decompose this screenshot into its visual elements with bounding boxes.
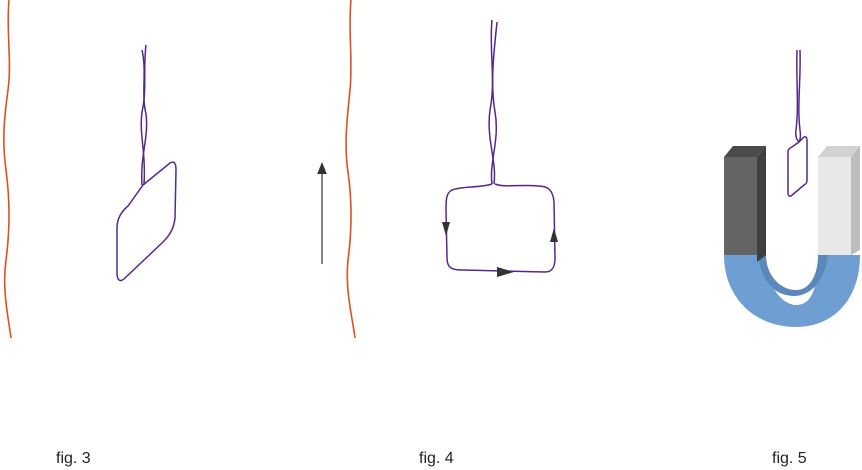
fig-5 <box>724 49 860 327</box>
figure-caption: fig. 4 <box>419 450 454 467</box>
suspension-wire <box>488 19 496 185</box>
wire-loop <box>787 136 808 197</box>
magnet-pole-left-side <box>757 146 766 262</box>
loop-direction-arrow-right <box>497 267 514 277</box>
fig-3 <box>3 0 177 339</box>
magnet-pole-right <box>818 157 851 255</box>
fig-4 <box>317 0 558 339</box>
magnet-base <box>724 255 860 327</box>
loop-direction-arrow-up <box>550 228 558 242</box>
magnet-pole-right-top <box>818 146 860 157</box>
current-loop <box>445 183 556 273</box>
suspension-wire <box>798 49 802 143</box>
magnet-inner-shadow <box>758 248 828 296</box>
loop-direction-arrow-down <box>442 222 450 236</box>
figure-caption: fig. 3 <box>56 450 91 467</box>
figure-caption: fig. 5 <box>772 450 807 467</box>
suspension-wire <box>140 44 147 186</box>
magnet-pole-left-top <box>724 146 766 157</box>
magnet-pole-right-side <box>851 146 860 255</box>
suspension-wire <box>795 49 800 143</box>
boundary-line-left <box>3 0 12 339</box>
boundary-line-right <box>345 0 356 339</box>
suspension-wire <box>140 49 148 186</box>
suspension-wire <box>490 21 498 185</box>
wire-loop <box>116 161 177 282</box>
magnet-pole-left <box>724 157 757 255</box>
